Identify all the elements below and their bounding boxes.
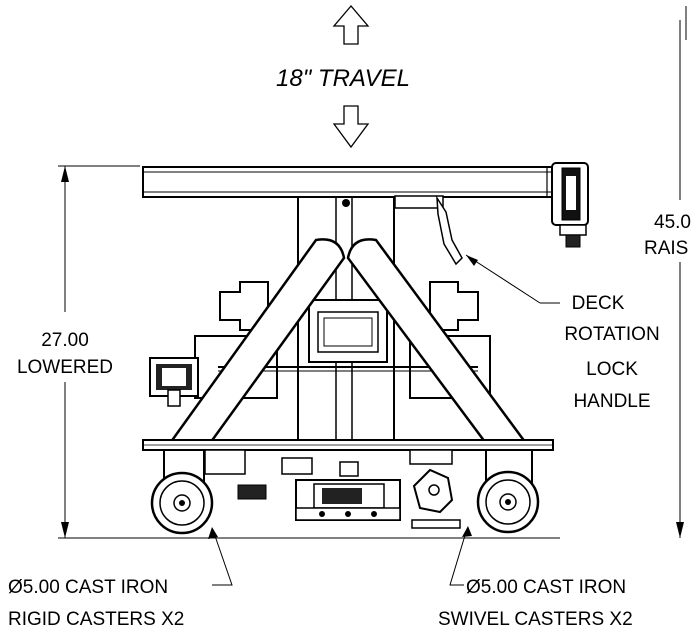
swivel-caster: [411, 449, 540, 534]
raised-dimension-line: [676, 6, 687, 538]
base-plate: [142, 439, 554, 451]
travel-down-arrow-icon: [332, 105, 370, 149]
rigid-caster-label-line-2: RIGID CASTERS X2: [8, 609, 184, 630]
swivel-caster-label-line-1: Ø5.00 CAST IRON: [466, 577, 626, 598]
rigid-caster-label-line-1: Ø5.00 CAST IRON: [8, 577, 168, 598]
column-access-panel: [308, 299, 388, 363]
lowered-dimension-label: LOWERED: [17, 357, 113, 378]
swivel-caster-leader: [449, 526, 472, 586]
raised-dimension-value: 45.0: [654, 212, 691, 233]
swivel-caster-label-line-2: SWIVEL CASTERS X2: [438, 609, 633, 630]
raised-dimension-label: RAIS: [644, 238, 688, 259]
lowered-dimension-line: [58, 165, 160, 539]
deck-motor-assembly: [551, 162, 589, 248]
deck-lock-leader: [465, 254, 560, 304]
deck-lock-label-line-3: LOCK: [586, 359, 638, 380]
lowered-dimension-value: 27.00: [41, 330, 89, 351]
left-diagonal-leg: [165, 238, 346, 448]
right-diagonal-leg: [346, 238, 531, 448]
rigid-caster-leader: [208, 527, 233, 586]
deck-platform: [142, 166, 554, 198]
deck-lock-label-line-4: HANDLE: [573, 391, 650, 412]
travel-up-arrow-icon: [332, 4, 370, 45]
base-actuator-assembly: [204, 449, 453, 521]
rigid-caster: [150, 449, 214, 535]
deck-rotation-lock-handle: [394, 195, 463, 266]
travel-label: 18" TRAVEL: [276, 65, 410, 92]
deck-lock-label-line-1: DECK: [572, 293, 625, 314]
deck-lock-label-line-2: ROTATION: [564, 324, 659, 345]
